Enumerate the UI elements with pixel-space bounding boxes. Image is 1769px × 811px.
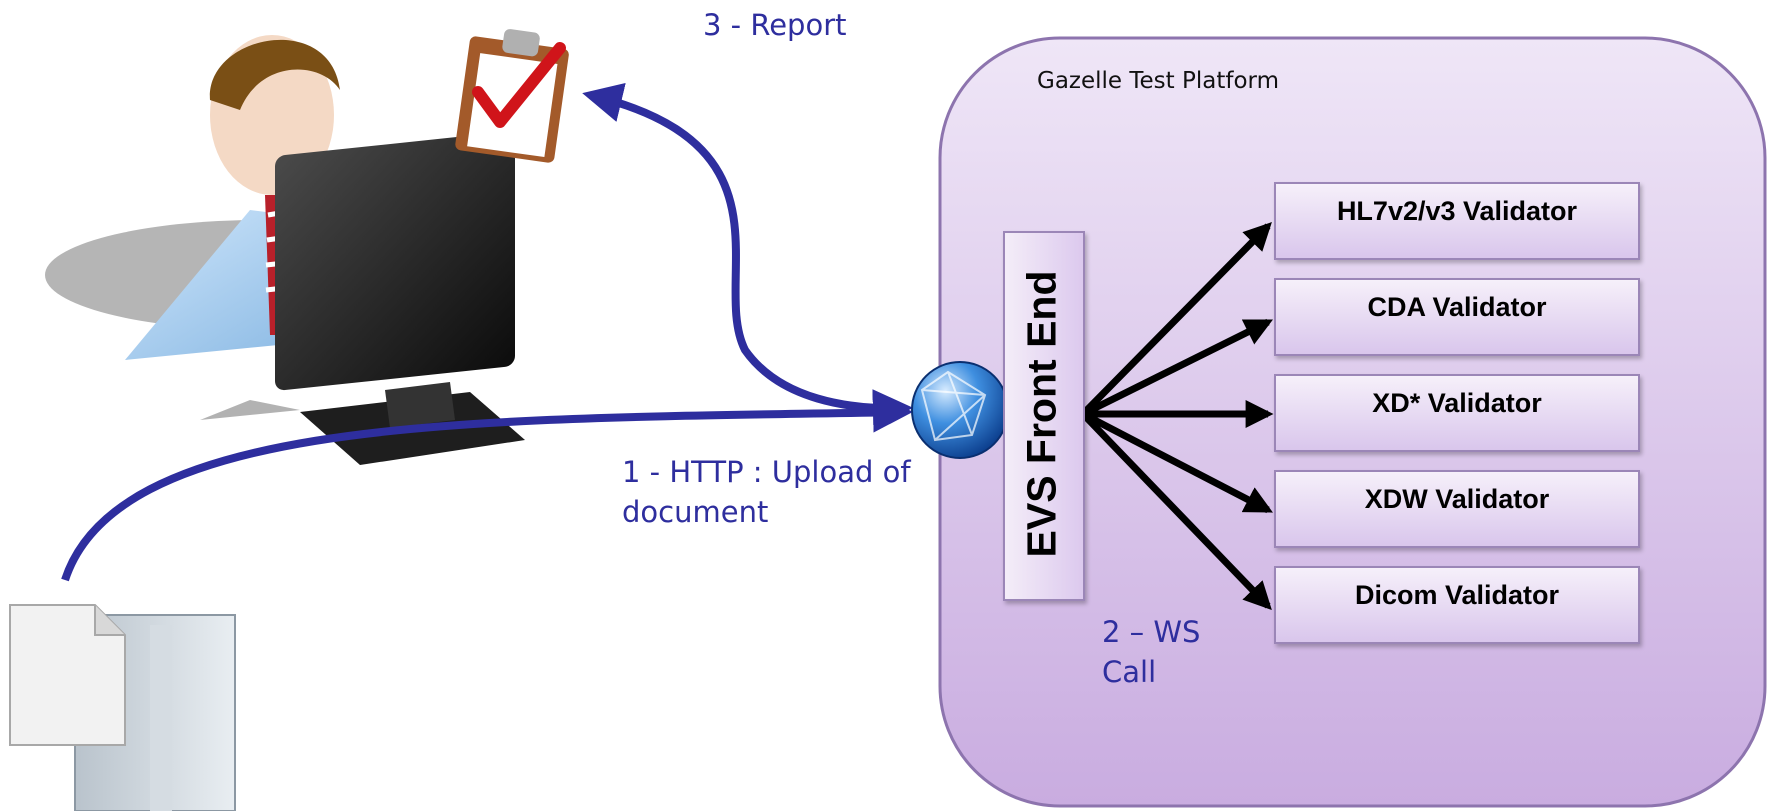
validator-cda: CDA Validator [1274,278,1640,356]
report-arrow [582,82,913,430]
upload-label: 1 - HTTP : Upload of document [622,455,911,529]
front-end-label: EVS Front End [1018,270,1065,558]
ws-call-arrows [1080,222,1274,611]
server-with-document-icon [9,604,236,811]
user-at-computer-icon [45,35,525,465]
ws-arrow-xdw [1081,410,1273,514]
front-end-box [1003,231,1085,601]
ws-call-label: 2 – WS Call [1102,615,1201,689]
ws-arrow-dicom [1080,411,1272,611]
platform-title: Gazelle Test Platform [1037,68,1279,94]
ws-arrow-hl7 [1080,222,1272,417]
validator-dicom: Dicom Validator [1274,566,1640,644]
validator-xd: XD* Validator [1274,374,1640,452]
validator-xdw: XDW Validator [1274,470,1640,548]
report-label: 3 - Report [703,8,847,42]
globe-icon [911,361,1009,459]
ws-arrow-cda [1081,318,1274,418]
validator-hl7: HL7v2/v3 Validator [1274,182,1640,260]
clipboard-checkmark-icon [455,29,569,163]
